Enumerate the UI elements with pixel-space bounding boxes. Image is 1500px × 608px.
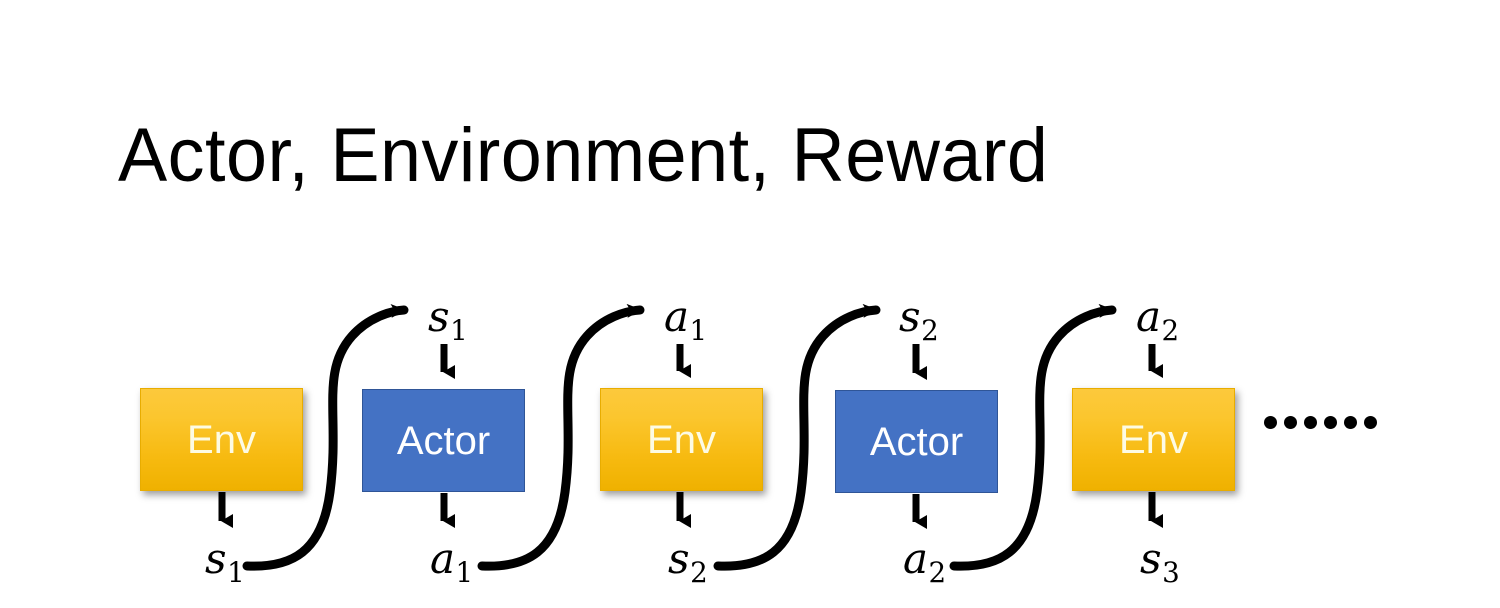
symbol: a [903, 534, 929, 583]
ellipsis-dot [1364, 416, 1377, 429]
subscript: 1 [455, 555, 474, 589]
symbol: s [205, 534, 227, 583]
continuation-ellipsis [1264, 416, 1377, 429]
math-label-bottom-s1: s1 [205, 538, 245, 587]
node-label: Env [647, 417, 716, 462]
symbol: s [428, 292, 450, 341]
ellipsis-dot-group [1324, 416, 1377, 429]
math-label-bottom-s2: s2 [668, 538, 708, 587]
node-actor-1[interactable]: Actor [362, 389, 525, 492]
math-label-bottom-s3: s3 [1140, 538, 1180, 587]
subscript: 2 [921, 313, 939, 347]
symbol: s [899, 292, 921, 341]
subscript: 1 [689, 313, 708, 347]
ellipsis-dot [1344, 416, 1357, 429]
symbol: s [1140, 534, 1162, 583]
symbol: a [1136, 292, 1162, 341]
subscript: 2 [1161, 313, 1180, 347]
math-label-top-a1: a1 [664, 296, 707, 345]
math-label-top-s2: s2 [899, 296, 939, 345]
node-env-3[interactable]: Env [1072, 388, 1235, 491]
node-actor-2[interactable]: Actor [835, 390, 998, 493]
math-label-top-s1: s1 [428, 296, 468, 345]
ellipsis-dot-group [1264, 416, 1317, 429]
node-env-1[interactable]: Env [140, 388, 303, 491]
ellipsis-dot [1264, 416, 1277, 429]
math-label-bottom-a2: a2 [903, 538, 946, 587]
page-title: Actor, Environment, Reward [118, 113, 1049, 198]
node-env-2[interactable]: Env [600, 388, 763, 491]
subscript: 3 [1162, 555, 1180, 589]
math-label-bottom-a1: a1 [430, 538, 473, 587]
arrow-label-to-box-group [440, 344, 1163, 380]
ellipsis-dot [1324, 416, 1337, 429]
ellipsis-dot [1304, 416, 1317, 429]
subscript: 1 [227, 555, 245, 589]
node-label: Actor [396, 418, 491, 463]
subscript: 2 [690, 555, 708, 589]
subscript: 2 [928, 555, 947, 589]
subscript: 1 [450, 313, 468, 347]
math-label-top-a2: a2 [1136, 296, 1179, 345]
node-label: Actor [869, 419, 964, 464]
arrow-box-to-label-group [218, 492, 1163, 529]
node-label: Env [187, 417, 256, 462]
symbol: a [430, 534, 456, 583]
symbol: s [668, 534, 690, 583]
node-label: Env [1119, 417, 1188, 462]
ellipsis-dot [1284, 416, 1297, 429]
symbol: a [664, 292, 690, 341]
